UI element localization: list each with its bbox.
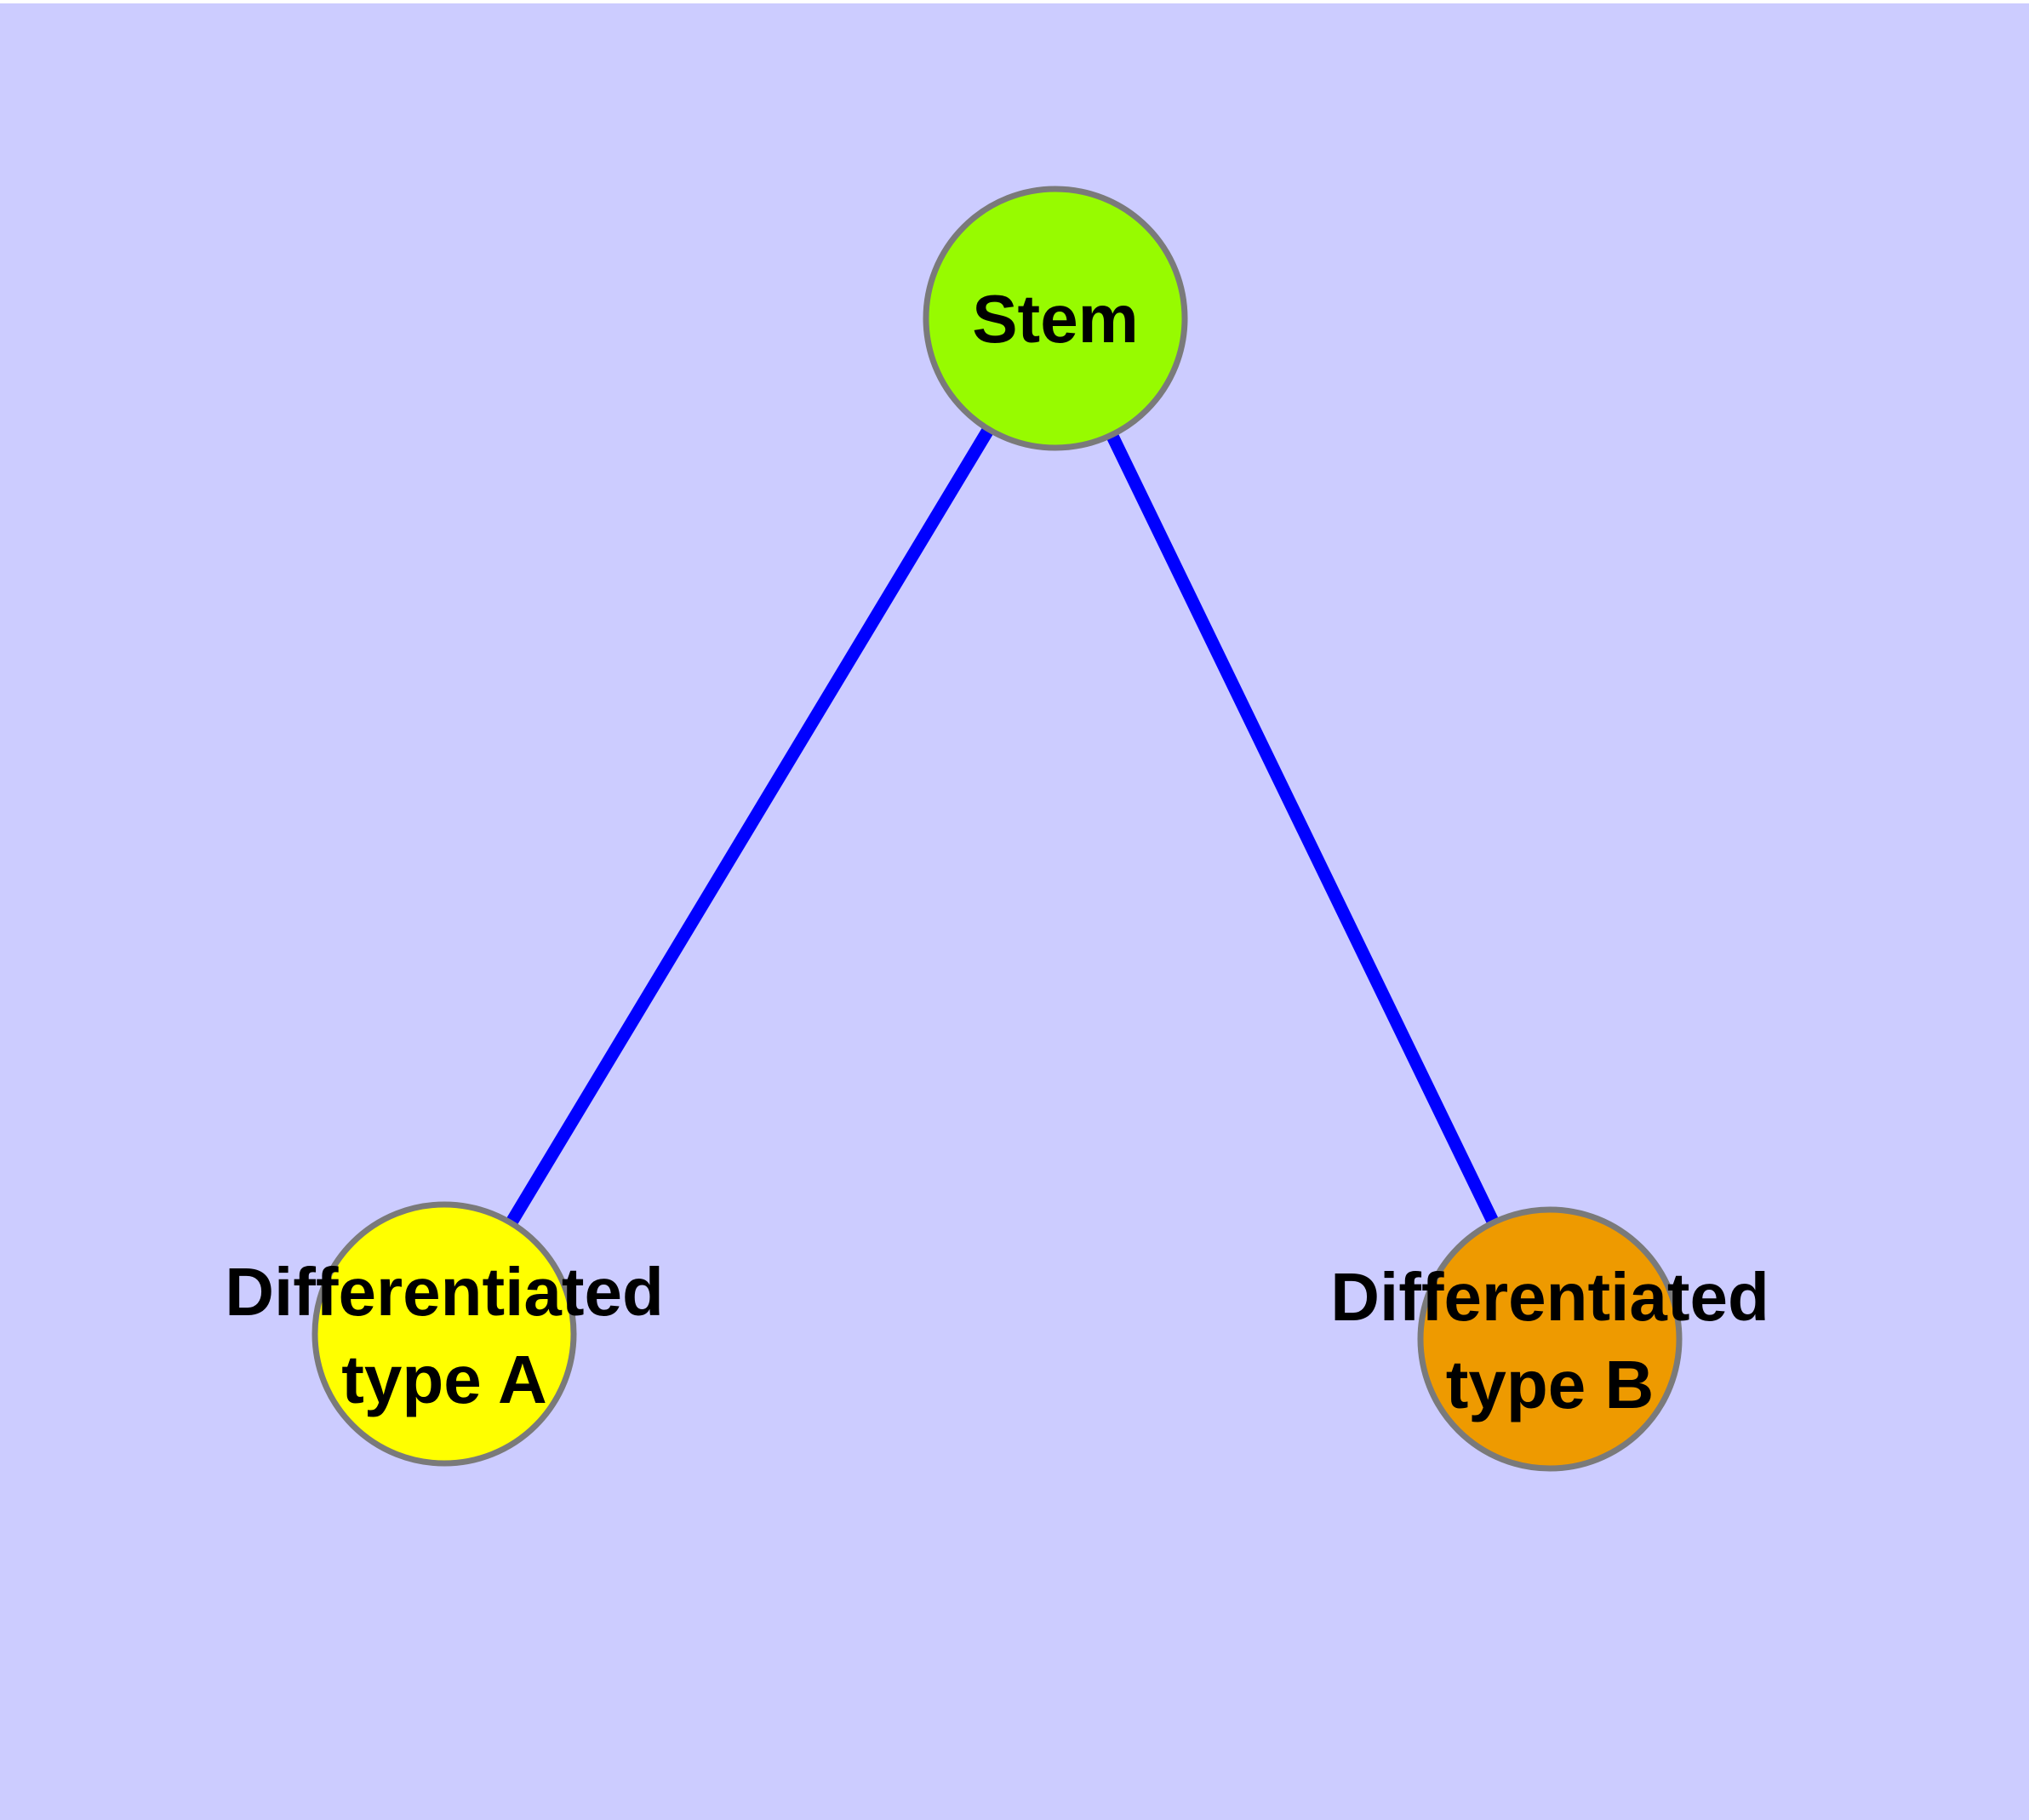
node-type-a-circle	[311, 1201, 577, 1467]
node-type-a-label-line1: Differentiated	[225, 1254, 664, 1330]
node-type-b-label-line1: Differentiated	[1330, 1259, 1769, 1335]
node-type-b-circle	[1417, 1206, 1683, 1472]
node-type-a-label-line2: type A	[341, 1342, 547, 1417]
node-type-b-label-line2: type B	[1446, 1347, 1655, 1422]
node-stem-label: Stem	[972, 281, 1139, 357]
edge-stem-to-type-a	[438, 315, 1061, 1337]
edge-stem-to-type-b	[1049, 315, 1556, 1342]
node-stem-circle	[923, 186, 1188, 451]
